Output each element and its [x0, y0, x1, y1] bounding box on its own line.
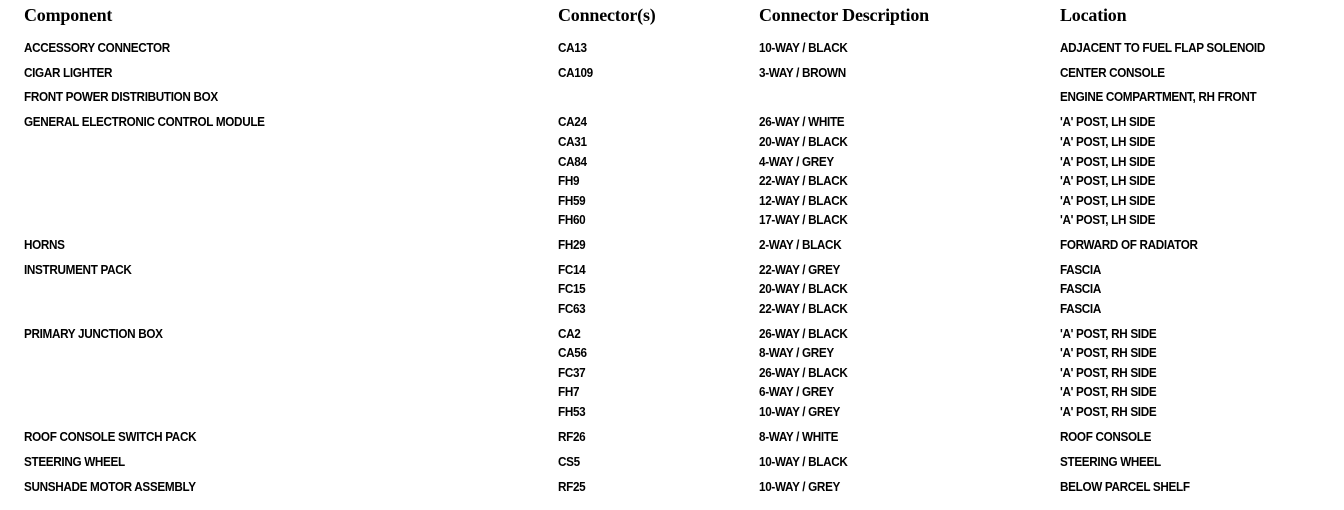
- table-row: CA31 20-WAY / BLACK 'A' POST, LH SIDE: [0, 134, 1344, 151]
- cell-connector-description: 20-WAY / BLACK: [759, 282, 848, 297]
- table-row: HORNS FH29 2-WAY / BLACK FORWARD OF RADIATO…: [0, 237, 1344, 254]
- cell-connector: RF26: [558, 430, 586, 444]
- cell-connector-description: 8-WAY / WHITE: [759, 430, 839, 444]
- cell-component: ACCESSORY CONNECTOR: [24, 41, 170, 55]
- cell-location: ENGINE COMPARTMENT, RH FRONT: [1060, 90, 1257, 105]
- cell-connector-description: 17-WAY / BLACK: [759, 213, 848, 228]
- cell-location: STEERING WHEEL: [1060, 455, 1161, 469]
- cell-location: BELOW PARCEL SHELF: [1060, 480, 1190, 494]
- cell-location: ADJACENT TO FUEL FLAP SOLENOID: [1060, 41, 1265, 55]
- cell-connector: FH9: [558, 174, 580, 189]
- table-row: FH9 22-WAY / BLACK 'A' POST, LH SIDE: [0, 173, 1344, 190]
- cell-location: 'A' POST, LH SIDE: [1060, 135, 1156, 149]
- cell-connector-description: 10-WAY / BLACK: [759, 455, 848, 469]
- cell-component: ROOF CONSOLE SWITCH PACK: [24, 430, 197, 444]
- cell-connector: FC15: [558, 282, 586, 297]
- cell-connector: CA84: [558, 154, 587, 169]
- cell-connector-description: 2-WAY / BLACK: [759, 237, 842, 252]
- cell-connector: CA2: [558, 326, 581, 341]
- cell-connector-description: 26-WAY / WHITE: [759, 115, 845, 130]
- table-row: PRIMARY JUNCTION BOX CA2 26-WAY / BLACK 'A'…: [0, 326, 1344, 343]
- table-row: CIGAR LIGHTER CA109 3-WAY / BROWN CENTER CO…: [0, 65, 1344, 82]
- cell-connector: FH7: [558, 385, 580, 400]
- cell-connector-description: 4-WAY / GREY: [759, 154, 834, 169]
- cell-connector: CS5: [558, 455, 580, 469]
- cell-connector-description: 10-WAY / GREY: [759, 405, 841, 419]
- cell-connector-description: 26-WAY / BLACK: [759, 365, 848, 380]
- cell-connector: CA24: [558, 115, 587, 130]
- cell-connector: FH60: [558, 213, 586, 228]
- table-row: ROOF CONSOLE SWITCH PACK RF26 8-WAY / WHIT…: [0, 429, 1344, 446]
- table-row: FC37 26-WAY / BLACK 'A' POST, RH SIDE: [0, 365, 1344, 382]
- table-header-row: Component Connector(s) Connector Descrip…: [0, 4, 1344, 30]
- column-header-connector-description: Connector Description: [759, 5, 929, 25]
- cell-location: ROOF CONSOLE: [1060, 430, 1152, 444]
- cell-component: HORNS: [24, 237, 65, 252]
- table-row: CA56 8-WAY / GREY 'A' POST, RH SIDE: [0, 345, 1344, 362]
- cell-connector: FC63: [558, 302, 586, 316]
- table-row: SUNSHADE MOTOR ASSEMBLY RF25 10-WAY / GREY…: [0, 479, 1344, 496]
- table-row: FC63 22-WAY / BLACK FASCIA: [0, 301, 1344, 318]
- cell-connector: CA31: [558, 135, 587, 149]
- table-row: FH53 10-WAY / GREY 'A' POST, RH SIDE: [0, 404, 1344, 421]
- column-header-location: Location: [1060, 5, 1127, 25]
- cell-location: 'A' POST, LH SIDE: [1060, 154, 1156, 169]
- table-row: FH7 6-WAY / GREY 'A' POST, RH SIDE: [0, 384, 1344, 401]
- table-row: FRONT POWER DISTRIBUTION BOX ENGINE COMPA…: [0, 89, 1344, 106]
- column-header-connectors: Connector(s): [558, 5, 656, 25]
- cell-location: CENTER CONSOLE: [1060, 65, 1165, 80]
- cell-component: CIGAR LIGHTER: [24, 65, 113, 80]
- cell-connector-description: 22-WAY / GREY: [759, 262, 841, 277]
- cell-location: 'A' POST, LH SIDE: [1060, 115, 1156, 130]
- cell-connector-description: 10-WAY / BLACK: [759, 41, 848, 55]
- cell-connector: CA56: [558, 346, 587, 361]
- table-row: FC15 20-WAY / BLACK FASCIA: [0, 281, 1344, 298]
- table-row: CA84 4-WAY / GREY 'A' POST, LH SIDE: [0, 154, 1344, 171]
- cell-component: PRIMARY JUNCTION BOX: [24, 326, 163, 341]
- cell-location: 'A' POST, RH SIDE: [1060, 346, 1157, 361]
- cell-connector-description: 26-WAY / BLACK: [759, 326, 848, 341]
- cell-connector-description: 10-WAY / GREY: [759, 480, 841, 494]
- table-row: INSTRUMENT PACK FC14 22-WAY / GREY FASCIA: [0, 262, 1344, 279]
- cell-location: 'A' POST, RH SIDE: [1060, 385, 1157, 400]
- table-row: FH60 17-WAY / BLACK 'A' POST, LH SIDE: [0, 212, 1344, 229]
- cell-location: FASCIA: [1060, 302, 1102, 316]
- table-row: GENERAL ELECTRONIC CONTROL MODULE CA24 26-…: [0, 114, 1344, 131]
- table-row: STEERING WHEEL CS5 10-WAY / BLACK STEERING …: [0, 454, 1344, 471]
- cell-connector-description: 3-WAY / BROWN: [759, 65, 846, 80]
- cell-location: FASCIA: [1060, 262, 1102, 277]
- cell-connector: FH53: [558, 405, 586, 419]
- cell-location: 'A' POST, LH SIDE: [1060, 213, 1156, 228]
- cell-connector: CA13: [558, 41, 587, 55]
- cell-connector: FC14: [558, 262, 586, 277]
- table-row: FH59 12-WAY / BLACK 'A' POST, LH SIDE: [0, 193, 1344, 210]
- cell-location: 'A' POST, RH SIDE: [1060, 326, 1157, 341]
- cell-connector-description: 20-WAY / BLACK: [759, 135, 848, 149]
- cell-connector: FC37: [558, 365, 586, 380]
- cell-location: 'A' POST, LH SIDE: [1060, 174, 1156, 189]
- column-header-component: Component: [24, 5, 113, 25]
- cell-connector: FH29: [558, 237, 586, 252]
- cell-connector-description: 22-WAY / BLACK: [759, 302, 848, 316]
- cell-connector-description: 6-WAY / GREY: [759, 385, 834, 400]
- cell-location: FASCIA: [1060, 282, 1102, 297]
- cell-connector: FH59: [558, 193, 586, 208]
- cell-connector: CA109: [558, 65, 593, 80]
- cell-location: 'A' POST, LH SIDE: [1060, 193, 1156, 208]
- cell-connector-description: 12-WAY / BLACK: [759, 193, 848, 208]
- cell-location: 'A' POST, RH SIDE: [1060, 365, 1157, 380]
- cell-component: STEERING WHEEL: [24, 455, 125, 469]
- cell-component: SUNSHADE MOTOR ASSEMBLY: [24, 480, 196, 494]
- cell-connector-description: 22-WAY / BLACK: [759, 174, 848, 189]
- cell-component: FRONT POWER DISTRIBUTION BOX: [24, 90, 218, 105]
- cell-component: INSTRUMENT PACK: [24, 262, 132, 277]
- cell-location: 'A' POST, RH SIDE: [1060, 405, 1157, 419]
- cell-location: FORWARD OF RADIATOR: [1060, 237, 1198, 252]
- table-row: ACCESSORY CONNECTOR CA13 10-WAY / BLACK ADJ…: [0, 40, 1344, 57]
- cell-component: GENERAL ELECTRONIC CONTROL MODULE: [24, 115, 265, 130]
- cell-connector: RF25: [558, 480, 586, 494]
- cell-connector-description: 8-WAY / GREY: [759, 346, 834, 361]
